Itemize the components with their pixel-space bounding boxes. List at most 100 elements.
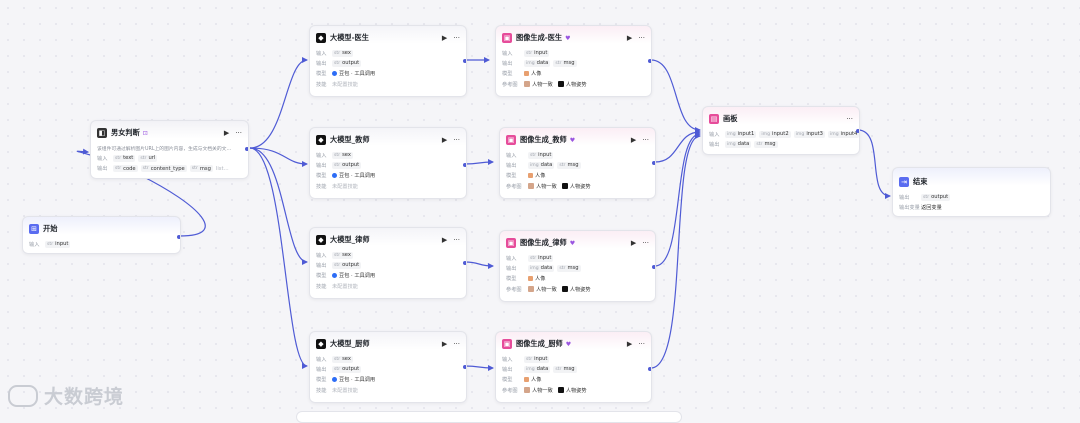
edge-img-board-4 — [650, 133, 701, 369]
image-gen-icon: ▣ — [502, 33, 512, 43]
run-icon[interactable]: ▶ — [441, 34, 448, 42]
premium-icon: ♥ — [569, 239, 576, 247]
run-icon[interactable]: ▶ — [630, 239, 637, 247]
model-icon: ◆ — [316, 235, 326, 245]
run-icon[interactable]: ▶ — [630, 136, 637, 144]
node-title: 图像生成_教师 — [520, 135, 567, 144]
output-port[interactable] — [463, 365, 466, 369]
more-icon[interactable]: ··· — [453, 340, 460, 348]
more-icon[interactable]: ··· — [638, 340, 645, 348]
doubao-icon — [332, 273, 337, 279]
plugin-badge-icon: ⊡ — [142, 129, 148, 137]
output-port[interactable] — [463, 261, 466, 265]
node-description: 该组件可通过解析图片URL上的图片内容，生成与文档关的文… — [97, 146, 232, 152]
partial-node — [296, 411, 682, 423]
premium-icon: ♥ — [569, 136, 576, 144]
run-icon[interactable]: ▶ — [441, 136, 448, 144]
node-title: 大模型_厨师 — [330, 339, 370, 348]
output-port[interactable] — [245, 147, 248, 151]
node-title: 大模型_教师 — [330, 135, 370, 144]
model-icon: ◆ — [316, 339, 326, 349]
doubao-icon — [332, 173, 337, 179]
portrait-model-icon — [524, 377, 529, 383]
run-icon[interactable]: ▶ — [223, 129, 230, 137]
ref-thumbnail — [528, 286, 534, 293]
model-icon: ◆ — [316, 33, 326, 43]
more-icon[interactable]: ··· — [642, 136, 649, 144]
ref-thumbnail — [524, 387, 530, 394]
run-icon[interactable]: ▶ — [441, 340, 448, 348]
run-icon[interactable]: ▶ — [626, 340, 633, 348]
watermark: 大数跨境 — [8, 382, 124, 409]
output-port[interactable] — [652, 265, 655, 269]
node-title: 结束 — [913, 177, 928, 186]
classifier-node[interactable]: ◧ 男女判断⊡ ▶ ··· 该组件可通过解析图片URL上的图片内容，生成与文档关的文… — [90, 120, 249, 179]
premium-icon: ♥ — [565, 34, 571, 42]
classifier-icon: ◧ — [97, 128, 107, 138]
output-port[interactable] — [648, 367, 651, 371]
ref-thumbnail — [557, 81, 564, 88]
model-icon: ◆ — [316, 135, 326, 145]
node-title: 大模型_律师 — [330, 235, 370, 244]
doubao-icon — [332, 71, 337, 77]
output-port[interactable] — [463, 59, 466, 63]
ref-thumbnail — [561, 286, 568, 293]
start-icon: ⊞ — [29, 224, 39, 234]
node-title: 图像生成_律师 — [520, 238, 567, 247]
edge-img-board-2 — [654, 129, 701, 163]
node-title: 男女判断 — [111, 128, 140, 137]
edge-classifier-llm-4 — [249, 147, 308, 369]
node-title: 画板 — [723, 114, 738, 123]
ref-thumbnail — [557, 387, 564, 394]
output-port[interactable] — [652, 161, 655, 165]
premium-icon: ♥ — [565, 340, 572, 348]
ref-thumbnail — [524, 81, 530, 88]
ref-thumbnail — [561, 183, 568, 190]
edge-llm-img-3 — [464, 261, 494, 269]
more-icon[interactable]: ··· — [453, 236, 460, 244]
node-title: 图像生成_厨师 — [516, 339, 563, 348]
more-icon[interactable]: ··· — [846, 115, 853, 123]
more-icon[interactable]: ··· — [638, 34, 645, 42]
image-gen-icon: ▣ — [502, 339, 512, 349]
output-port[interactable] — [648, 59, 651, 63]
edge-classifier-llm-3 — [249, 147, 308, 265]
image-gen-icon: ▣ — [506, 238, 516, 248]
node-title: 大模型-医生 — [330, 33, 369, 42]
output-port[interactable] — [856, 129, 859, 133]
output-port[interactable] — [463, 163, 466, 167]
run-icon[interactable]: ▶ — [441, 236, 448, 244]
portrait-model-icon — [528, 173, 533, 179]
run-icon[interactable]: ▶ — [626, 34, 633, 42]
edge-classifier-llm-2 — [249, 147, 308, 167]
edge-llm-img-4 — [464, 364, 494, 371]
portrait-model-icon — [524, 71, 529, 77]
node-title: 开始 — [43, 224, 58, 233]
edge-img-board-3 — [654, 131, 701, 267]
output-port[interactable] — [177, 235, 180, 239]
node-title: 图像生成-医生 — [516, 33, 563, 42]
more-icon[interactable]: ··· — [453, 136, 460, 144]
edge-img-board-1 — [650, 59, 701, 133]
more-icon[interactable]: ··· — [642, 239, 649, 247]
more-icon[interactable]: ··· — [235, 129, 242, 137]
edge-llm-img-2 — [464, 159, 494, 166]
image-gen-icon: ▣ — [506, 135, 516, 145]
board-icon: ▤ — [709, 114, 719, 124]
watermark-logo-icon — [8, 384, 38, 407]
portrait-model-icon — [528, 276, 533, 282]
edge-board-end — [857, 129, 891, 199]
more-icon[interactable]: ··· — [453, 34, 460, 42]
